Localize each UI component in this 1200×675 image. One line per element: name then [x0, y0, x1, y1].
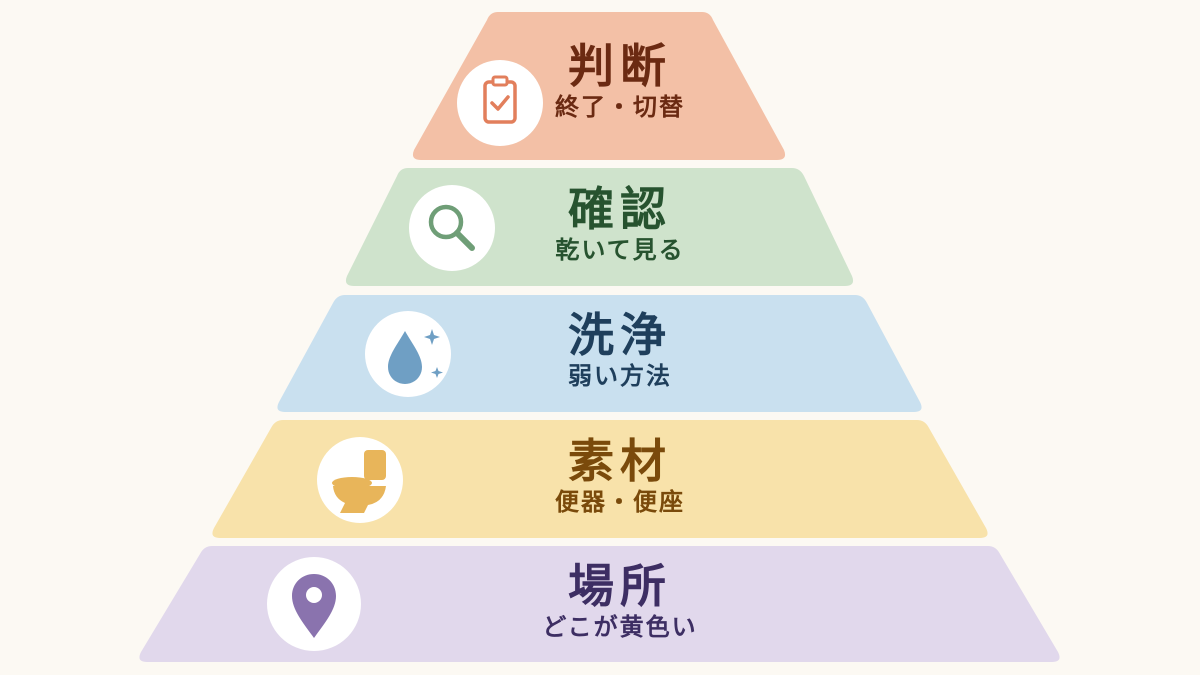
tier-location-band	[139, 546, 1060, 662]
magnifier-icon	[409, 185, 495, 271]
tier-material-band	[212, 420, 988, 538]
tier-wash-subtitle: 弱い方法	[568, 362, 672, 390]
tier-material-text: 素材 便器・便座	[500, 435, 740, 517]
tier-wash	[277, 295, 922, 412]
tier-location-subtitle: どこが黄色い	[542, 613, 698, 641]
tier-location	[139, 546, 1060, 662]
tier-confirm	[345, 168, 854, 286]
toilet-icon	[317, 437, 403, 523]
location-pin-icon	[267, 557, 361, 651]
clipboard-check-icon	[457, 60, 543, 146]
tier-judgment	[412, 12, 786, 160]
tier-confirm-icon-badge	[409, 185, 495, 271]
water-drop-icon	[365, 311, 451, 397]
tier-judgment-subtitle: 終了・切替	[555, 93, 685, 121]
tier-location-title: 場所	[568, 559, 672, 613]
tier-confirm-text: 確認 乾いて見る	[520, 183, 720, 265]
tier-material-subtitle: 便器・便座	[555, 488, 685, 516]
tier-confirm-subtitle: 乾いて見る	[555, 236, 685, 264]
tier-judgment-title: 判断	[568, 39, 672, 93]
tier-wash-title: 洗浄	[568, 308, 672, 362]
tier-material	[212, 420, 988, 538]
tier-judgment-text: 判断 終了・切替	[520, 40, 720, 122]
tier-location-text: 場所 どこが黄色い	[480, 560, 760, 642]
tier-confirm-title: 確認	[568, 182, 672, 236]
tier-material-title: 素材	[568, 434, 672, 488]
tier-wash-text: 洗浄 弱い方法	[520, 309, 720, 391]
tier-judgment-icon-badge	[457, 60, 543, 146]
